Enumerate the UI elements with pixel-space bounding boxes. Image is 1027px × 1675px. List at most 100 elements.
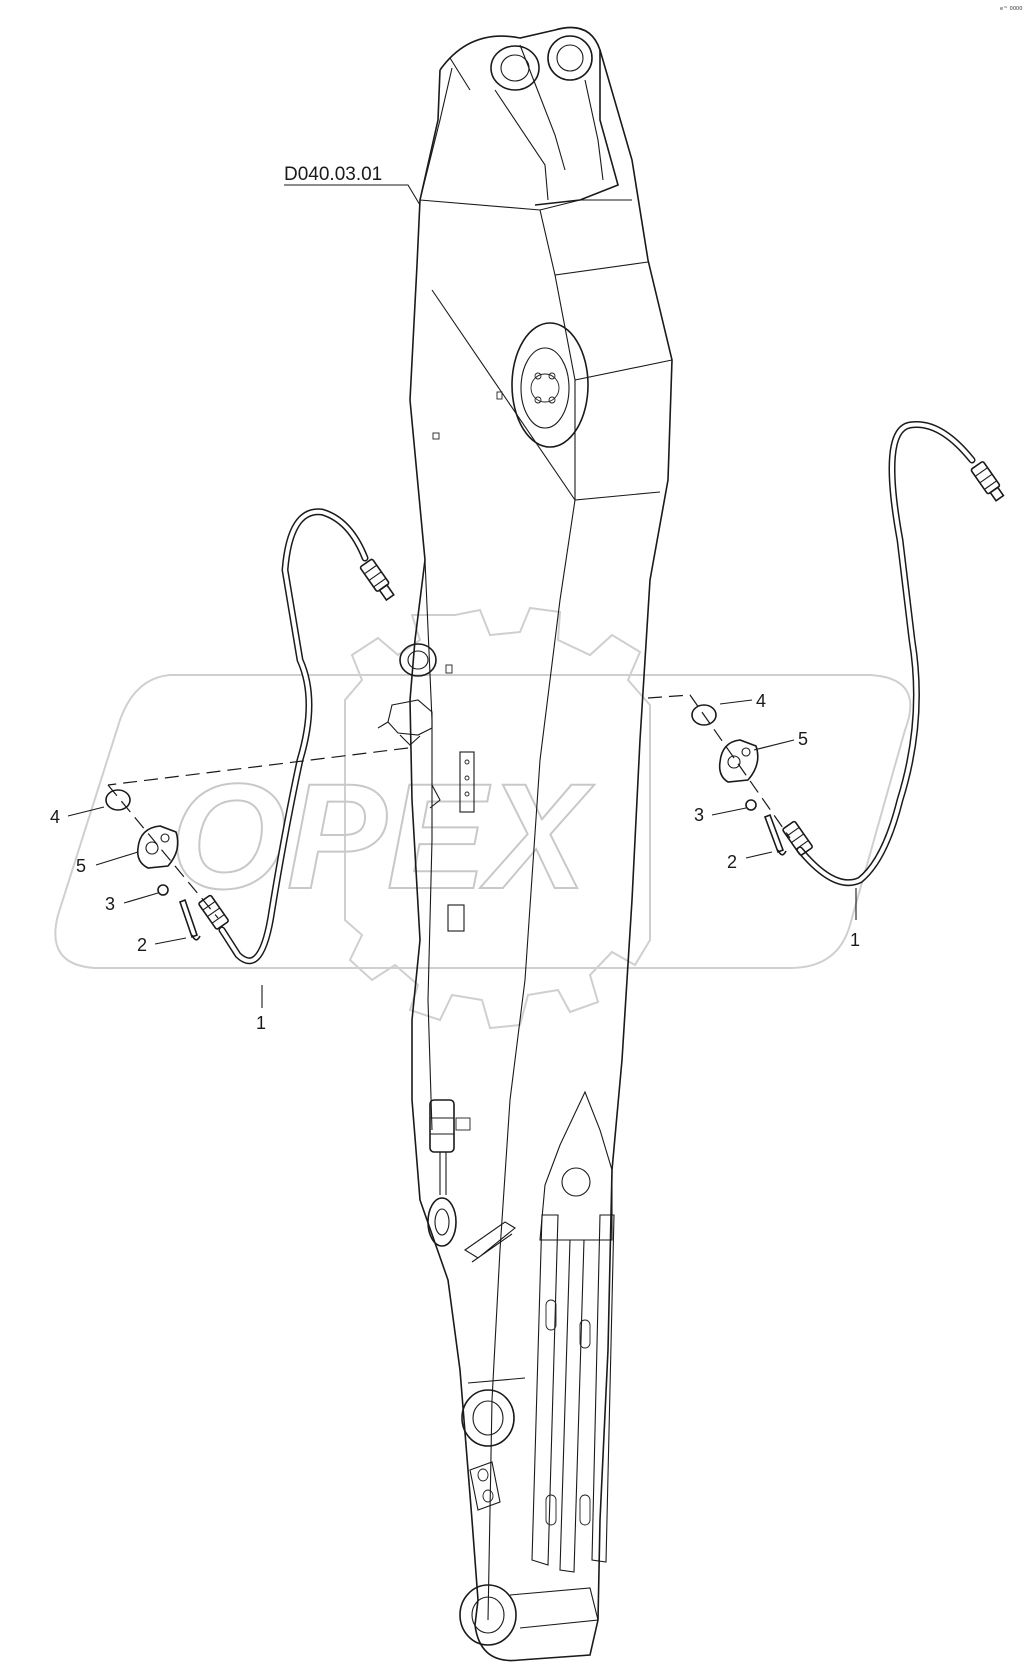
left-leader-2 — [154, 937, 187, 945]
top-pin-bore-right — [547, 35, 593, 81]
reference-leader — [284, 184, 421, 206]
tip-crossplate — [509, 1587, 599, 1629]
left-hose-assembly: 4 5 3 2 1 — [50, 508, 409, 1033]
watermark-gear — [344, 606, 651, 1030]
right-hose-lower-fitting — [782, 820, 813, 856]
cylinder-mount-bore — [407, 650, 429, 670]
tip-pin-boss — [459, 1584, 517, 1646]
boom-ear-detail — [449, 44, 604, 201]
reference-callout: D040.03.01 — [284, 164, 421, 206]
right-split-flange — [718, 739, 759, 783]
reinforcement-hole — [561, 1167, 591, 1197]
rail-slot — [579, 1494, 591, 1526]
link-hole — [482, 1489, 494, 1503]
boom-web-upper — [431, 289, 661, 501]
right-leader-5 — [753, 739, 795, 751]
side-rail-right — [591, 1214, 615, 1563]
right-bolt — [763, 813, 787, 856]
right-callout-5: 5 — [798, 729, 808, 749]
main-pivot-bore — [520, 347, 570, 429]
left-callout-4: 4 — [50, 807, 60, 827]
left-assembly-axis — [107, 747, 409, 919]
cylinder-bands — [430, 1117, 454, 1135]
left-leader-4 — [67, 806, 105, 817]
top-pin-inner-left — [500, 54, 530, 82]
boom-web-section — [487, 499, 576, 1621]
lower-crossbar — [467, 1377, 526, 1384]
link-hole — [477, 1468, 489, 1482]
reference-label: D040.03.01 — [284, 164, 382, 185]
cylinder-tab — [455, 1117, 471, 1131]
right-leader-3 — [711, 807, 747, 816]
left-flange-hole — [145, 841, 159, 855]
corner-mark: e™ 0000 — [1000, 6, 1022, 12]
cylinder-mount-boss — [399, 643, 437, 677]
right-hose-inner — [798, 422, 974, 885]
link-plate — [469, 1461, 501, 1511]
rail-slot — [545, 1299, 557, 1331]
cylinder-eye — [427, 1197, 457, 1247]
clip-detail — [429, 784, 441, 809]
side-rail-left — [531, 1214, 559, 1566]
plate-hole — [464, 775, 470, 781]
boom-arm — [377, 26, 673, 1662]
plate-hole — [464, 759, 470, 765]
lower-pivot-bore — [472, 1400, 504, 1436]
left-flange-bolt-hole — [160, 833, 170, 843]
left-hose-lower-fitting — [198, 894, 229, 930]
pivot-bolt — [534, 396, 542, 404]
boom-top-plate — [419, 67, 673, 381]
right-hose — [796, 420, 976, 887]
pivot-bolt — [548, 372, 556, 380]
right-assembly-axis — [647, 694, 791, 839]
mount-plate — [459, 751, 475, 813]
right-callout-4: 4 — [756, 691, 766, 711]
top-pin-inner-right — [556, 44, 584, 72]
main-pivot-pin — [530, 373, 560, 403]
right-callout-3: 3 — [694, 805, 704, 825]
small-bracket — [432, 432, 440, 440]
small-bracket — [445, 664, 453, 674]
left-hose-inner — [220, 509, 367, 963]
watermark-text: OPEX — [170, 752, 595, 920]
clamp-block — [447, 904, 465, 932]
boom-top-ears — [439, 26, 619, 206]
left-o-ring — [105, 789, 131, 811]
watermark: OPEX — [54, 606, 912, 1030]
right-leader-2 — [745, 851, 773, 859]
left-hose-upper-fitting — [359, 558, 395, 602]
right-callout-1: 1 — [850, 930, 860, 950]
left-washer — [157, 884, 169, 896]
right-hose-upper-fitting — [970, 461, 1005, 502]
right-leader-4 — [719, 699, 753, 705]
pivot-bolt — [534, 372, 542, 380]
lower-reinforcement — [539, 1090, 613, 1241]
plate-hole — [464, 791, 470, 797]
small-bracket — [496, 391, 503, 400]
right-flange-bolt-hole — [741, 747, 751, 757]
pipe-bracket — [377, 699, 433, 746]
boom-right-edge — [597, 49, 673, 1621]
angle-bracket — [463, 1221, 516, 1263]
right-hose-assembly: 4 5 3 2 1 — [647, 420, 1005, 950]
rail-slot — [545, 1494, 557, 1526]
left-callout-3: 3 — [105, 894, 115, 914]
right-callout-2: 2 — [727, 852, 737, 872]
right-washer — [745, 799, 757, 811]
left-leader-3 — [123, 892, 159, 904]
top-pin-bore-left — [490, 45, 540, 91]
left-split-flange — [136, 825, 179, 869]
left-callout-5: 5 — [76, 856, 86, 876]
rail-slot — [579, 1319, 591, 1349]
main-pivot-boss — [511, 322, 589, 448]
left-callout-1: 1 — [256, 1013, 266, 1033]
side-rail-mid — [559, 1239, 585, 1573]
lower-pivot-boss — [461, 1389, 515, 1447]
cylinder-eye-bore — [434, 1208, 450, 1236]
watermark-plate — [54, 674, 912, 969]
pivot-bolt — [548, 396, 556, 404]
right-o-ring — [691, 704, 717, 726]
lower-cylinder-body — [429, 1099, 455, 1153]
right-flange-hole — [727, 755, 741, 769]
